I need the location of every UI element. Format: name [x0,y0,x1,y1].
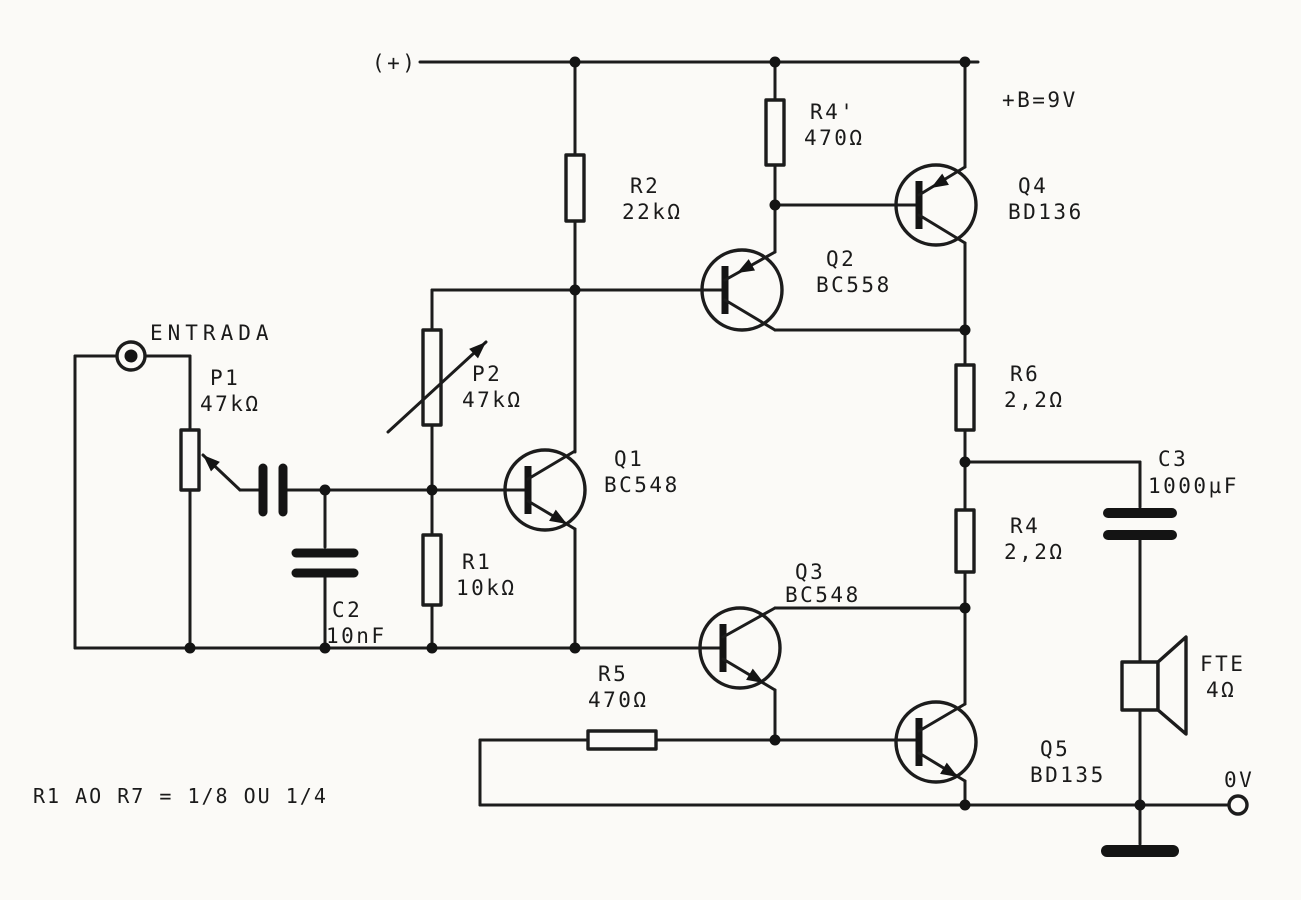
zero-volts-label: 0V [1224,768,1254,792]
speaker-value-label: 4Ω [1206,678,1236,702]
r6-value-label: 2,2Ω [1004,388,1065,412]
r6-ref-label: R6 [1010,362,1040,386]
transistor-q5 [894,700,978,784]
potentiometer-p1 [179,428,242,492]
r4-prime-ref-label: R4' [810,100,855,124]
r4-value-label: 2,2Ω [1004,540,1065,564]
p2-value-label: 47kΩ [462,388,523,412]
q4-value-label: BD136 [1008,200,1084,224]
q2-value-label: BC558 [816,273,892,297]
speaker-ref-label: FTE [1200,652,1245,676]
c3-ref-label: C3 [1158,447,1188,471]
c2-value-label: 10nF [326,624,387,648]
resistor-r6 [954,363,976,432]
trimmer-p2 [386,328,491,434]
r5-value-label: 470Ω [588,688,649,712]
r5-ref-label: R5 [598,662,628,686]
c3-value-label: 1000µF [1148,474,1239,498]
p1-wiper-arrow-icon [198,450,242,492]
transistor-q3 [698,606,782,692]
input-jack [115,340,147,372]
positive-rail-label: (+) [372,51,417,75]
r2-value-label: 22kΩ [622,200,683,224]
resistor-r5 [586,729,658,751]
q1-value-label: BC548 [604,473,680,497]
q3-ref-label: Q3 [795,560,825,584]
q4-ref-label: Q4 [1018,174,1048,198]
resistor-r4 [954,508,976,574]
coupling-capacitor [258,463,288,517]
resistor-r2 [564,153,586,223]
p1-value-label: 47kΩ [200,392,261,416]
transistor-q4 [894,163,978,247]
q5-ref-label: Q5 [1040,737,1070,761]
q5-value-label: BD135 [1030,763,1106,787]
labels: ENTRADA (+) +B=9V 0V R1 AO R7 = 1/8 OU 1… [33,51,1254,808]
r4-ref-label: R4 [1010,514,1040,538]
q1-ref-label: Q1 [614,447,644,471]
p2-ref-label: P2 [472,362,502,386]
resistor-r4-prime [764,98,786,167]
zero-volt-terminal [1227,794,1249,816]
p1-ref-label: P1 [210,366,240,390]
capacitor-c3 [1103,508,1177,540]
r4-prime-value-label: 470Ω [804,126,865,150]
tolerance-note: R1 AO R7 = 1/8 OU 1/4 [33,784,328,808]
c2-ref-label: C2 [332,598,362,622]
capacitor-c2 [291,548,359,578]
q3-value-label: BC548 [785,583,861,607]
transistor-q1 [503,448,587,532]
resistor-r1 [421,533,443,607]
p2-wiper-arrow-icon [386,337,491,434]
r2-ref-label: R2 [630,174,660,198]
transistor-q2 [700,248,784,332]
r1-ref-label: R1 [462,550,492,574]
r1-value-label: 10kΩ [456,576,517,600]
speaker-icon [1120,635,1188,736]
q2-ref-label: Q2 [826,247,856,271]
supply-label: +B=9V [1002,88,1078,112]
junction-dots [184,56,1146,811]
wires [73,60,1231,846]
input-label: ENTRADA [150,321,274,345]
